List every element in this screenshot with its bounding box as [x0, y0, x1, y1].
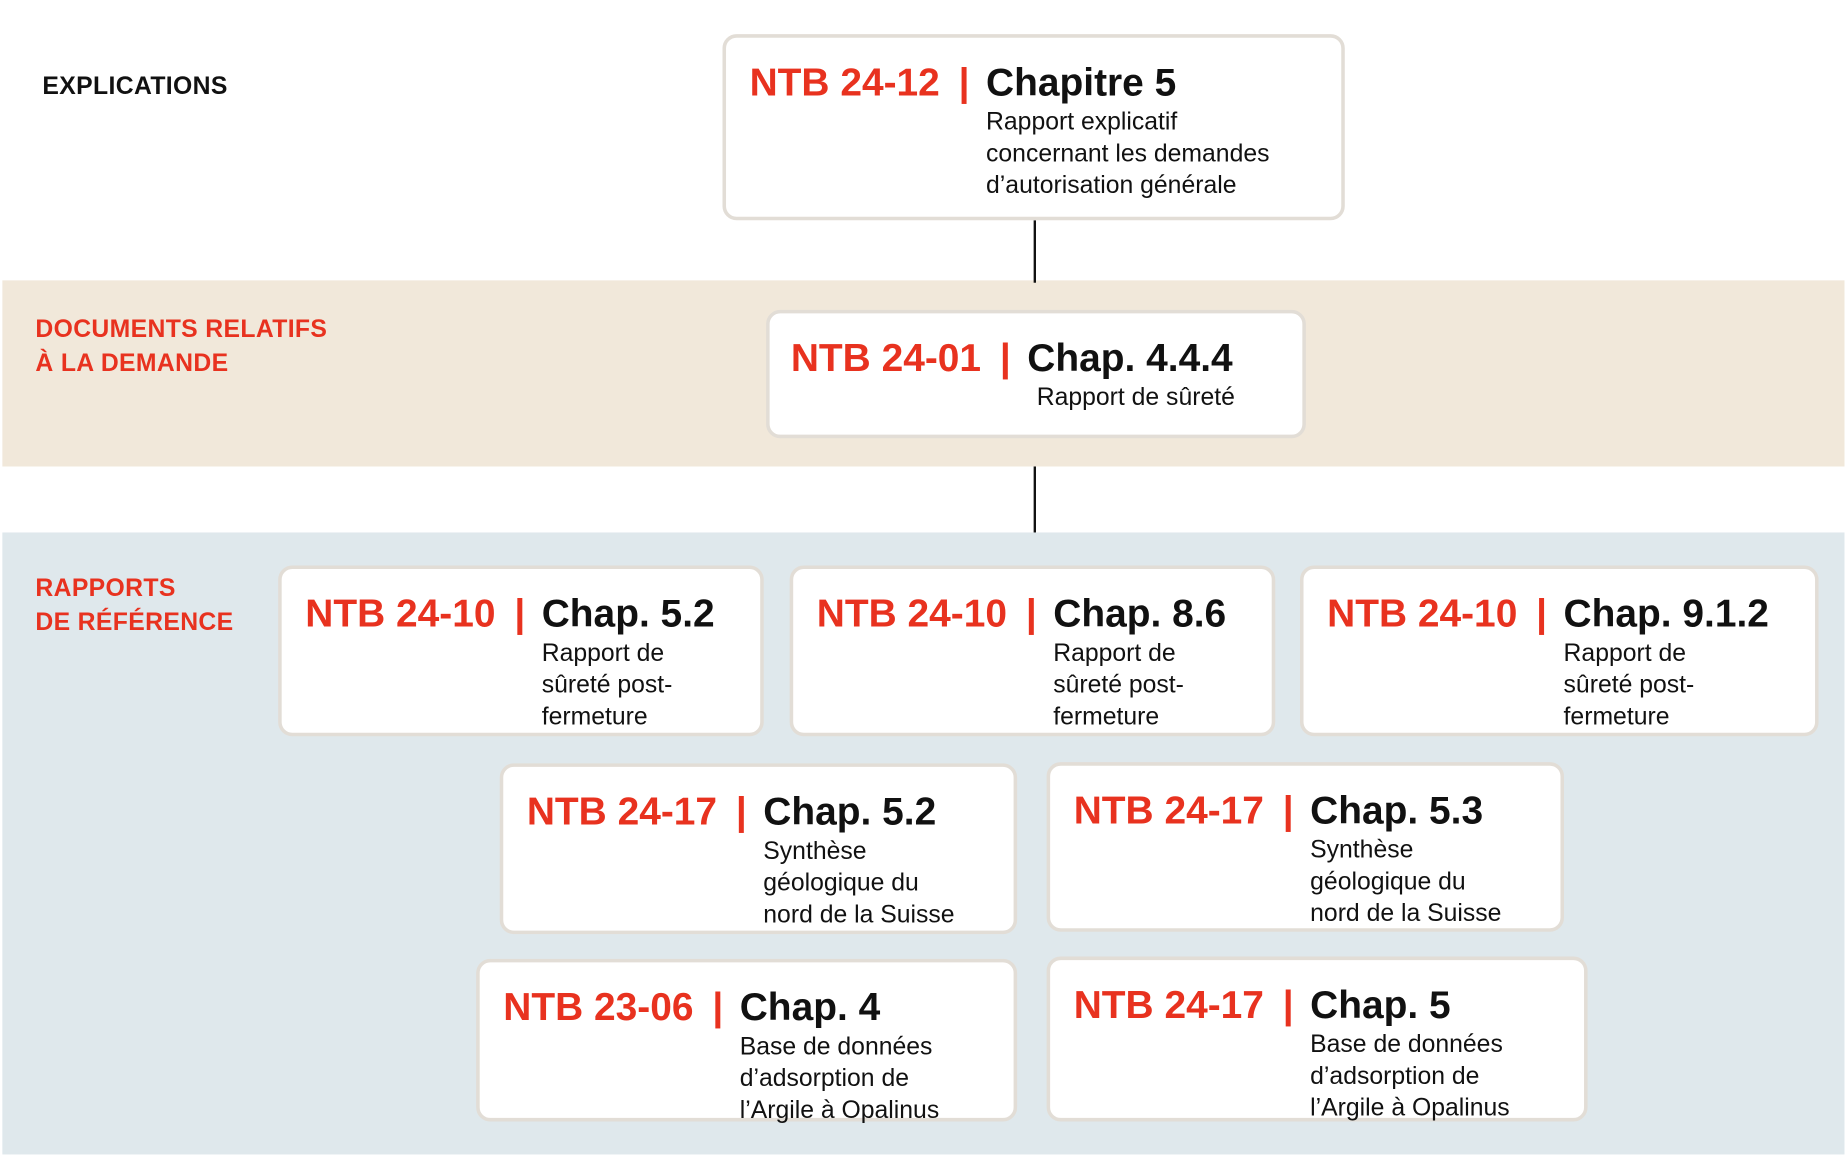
document-box: NTB 24-17 | Chap. 5.2 Synthèse géologiqu… [499, 763, 1018, 935]
document-box: NTB 24-10 | Chap. 9.1.2 Rapport de sûret… [1299, 565, 1819, 737]
box-header: NTB 24-10 | Chap. 8.6 Rapport de sûreté … [817, 590, 1226, 733]
document-id: NTB 24-12 [749, 60, 940, 104]
chapter-title: Chap. 9.1.2 [1563, 591, 1769, 635]
document-description: Synthèse géologique du nord de la Suisse [763, 837, 955, 929]
box-content: Chap. 4.4.4 Rapport de sûreté [1027, 335, 1235, 414]
chapter-title: Chap. 4 [739, 984, 881, 1029]
document-box: NTB 24-10 | Chap. 8.6 Rapport de sûreté … [789, 565, 1276, 737]
chapter-title: Chap. 5.3 [1310, 788, 1484, 832]
document-description: Base de données d’adsorption de l’Argile… [1310, 1030, 1510, 1122]
separator: | [1536, 591, 1548, 635]
section-label-explications: EXPLICATIONS [42, 73, 228, 101]
chapter-title: Chap. 5.2 [541, 591, 715, 635]
box-header: NTB 24-12 | Chapitre 5 Rapport explicati… [750, 59, 1270, 202]
document-description: Synthèse géologique du nord de la Suisse [1310, 836, 1502, 928]
separator: | [1025, 591, 1037, 635]
document-description: Rapport de sûreté post- fermeture [541, 639, 673, 731]
section-label-rapports: RAPPORTS DE RÉFÉRENCE [35, 571, 233, 639]
document-description: Base de données d’adsorption de l’Argile… [739, 1033, 940, 1124]
box-header: NTB 24-01 | Chap. 4.4.4 Rapport de sûret… [791, 335, 1235, 414]
document-id: NTB 23-06 [503, 984, 694, 1029]
box-header: NTB 24-17 | Chap. 5.3 Synthèse géologiqu… [1074, 787, 1502, 930]
document-box: NTB 24-17 | Chap. 5.3 Synthèse géologiqu… [1046, 762, 1565, 932]
document-box: NTB 24-01 | Chap. 4.4.4 Rapport de sûret… [766, 309, 1306, 439]
separator: | [712, 984, 724, 1029]
box-header: NTB 24-10 | Chap. 5.2 Rapport de sûreté … [305, 590, 714, 733]
document-id: NTB 24-10 [816, 591, 1007, 635]
box-content: Chap. 8.6 Rapport de sûreté post- fermet… [1053, 590, 1226, 733]
box-header: NTB 24-17 | Chap. 5.2 Synthèse géologiqu… [527, 788, 955, 931]
box-content: Chap. 9.1.2 Rapport de sûreté post- ferm… [1564, 590, 1769, 733]
document-description: Rapport de sûreté post- fermeture [1563, 639, 1695, 731]
box-content: Chap. 5.2 Synthèse géologique du nord de… [763, 788, 954, 931]
document-description: Rapport explicatif concernant les demand… [986, 108, 1270, 200]
separator: | [999, 335, 1011, 380]
separator: | [1282, 982, 1294, 1027]
document-box: NTB 24-10 | Chap. 5.2 Rapport de sûreté … [278, 565, 764, 737]
chapter-title: Chapitre 5 [986, 60, 1177, 104]
separator: | [514, 591, 526, 635]
chapter-title: Chap. 8.6 [1053, 591, 1227, 635]
document-box: NTB 24-12 | Chapitre 5 Rapport explicati… [722, 34, 1345, 221]
separator: | [958, 60, 970, 104]
chapter-title: Chap. 5.2 [763, 789, 937, 833]
connector-line [1033, 220, 1036, 283]
box-header: NTB 23-06 | Chap. 4 Base de données d’ad… [503, 984, 939, 1127]
document-id: NTB 24-01 [790, 335, 982, 380]
box-content: Chap. 5.3 Synthèse géologique du nord de… [1310, 787, 1501, 930]
document-id: NTB 24-17 [1073, 788, 1264, 832]
document-id: NTB 24-10 [1327, 591, 1518, 635]
chapter-title: Chap. 5 [1310, 982, 1451, 1027]
separator: | [735, 789, 747, 833]
box-content: Chap. 5.2 Rapport de sûreté post- fermet… [542, 590, 715, 733]
section-label-line: DE RÉFÉRENCE [35, 609, 234, 637]
box-header: NTB 24-10 | Chap. 9.1.2 Rapport de sûret… [1327, 590, 1769, 733]
section-label-line: RAPPORTS [35, 574, 176, 602]
document-description: Rapport de sûreté [1036, 384, 1235, 412]
separator: | [1282, 788, 1294, 832]
chapter-title: Chap. 4.4.4 [1027, 335, 1233, 380]
document-box: NTB 24-17 | Chap. 5 Base de données d’ad… [1046, 956, 1588, 1124]
section-label-line: À LA DEMANDE [35, 349, 229, 377]
document-id: NTB 24-10 [305, 591, 496, 635]
box-header: NTB 24-17 | Chap. 5 Base de données d’ad… [1074, 981, 1510, 1124]
section-label-line: DOCUMENTS RELATIFS [35, 315, 328, 343]
section-label-documents: DOCUMENTS RELATIFS À LA DEMANDE [35, 312, 327, 380]
document-box: NTB 23-06 | Chap. 4 Base de données d’ad… [476, 958, 1018, 1124]
connector-line [1033, 466, 1036, 533]
box-content: Chap. 5 Base de données d’adsorption de … [1310, 981, 1509, 1124]
box-content: Chap. 4 Base de données d’adsorption de … [740, 984, 939, 1127]
document-id: NTB 24-17 [1073, 982, 1264, 1027]
document-description: Rapport de sûreté post- fermeture [1053, 639, 1184, 731]
box-content: Chapitre 5 Rapport explicatif concernant… [986, 59, 1269, 202]
document-id: NTB 24-17 [526, 789, 718, 833]
